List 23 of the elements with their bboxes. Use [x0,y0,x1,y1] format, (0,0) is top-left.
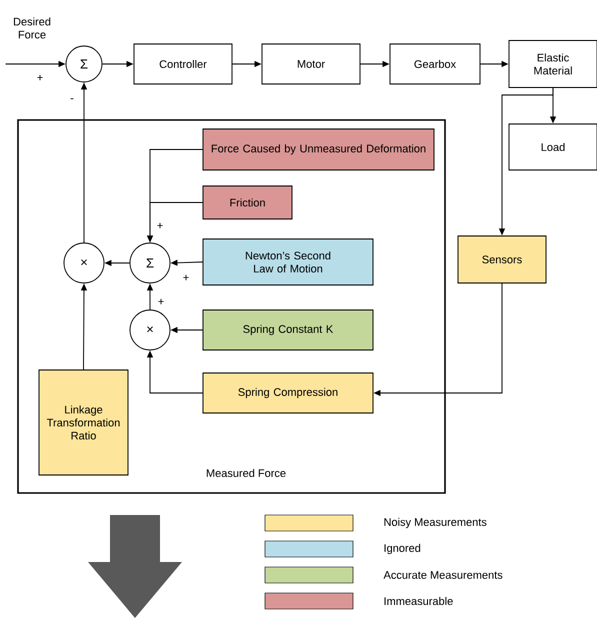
block-box: Spring Compression [202,372,374,414]
block-box: Controller [134,44,232,84]
block-box: Friction [202,186,292,220]
block-box: Motor [262,44,360,84]
legend-label: Immeasurable [384,596,453,606]
legend-label: Ignored [384,544,420,554]
block-box: Newton’s Second Law of Motion [202,238,374,286]
legend-label: Accurate Measurements [384,571,502,579]
block-box: Elastic Material [508,40,597,88]
block-box: Force Caused by Unmeasured Deformation [202,128,434,170]
group-label: Measured Force [206,468,286,478]
block-box: Gearbox [390,44,480,84]
block-box: Spring Constant K [202,310,374,350]
input-label: Desired Force [14,17,50,39]
block-box: Linkage Transformation Ratio [38,370,128,476]
sign-label: + [157,222,163,228]
sign-label: + [37,74,43,80]
legend-label: Noisy Measurements [384,518,486,528]
block-box: Load [508,124,597,170]
sign-label: + [183,274,189,280]
sign-label: + [158,298,164,304]
block-box: Sensors [458,236,546,284]
sign-label: - [70,98,74,100]
